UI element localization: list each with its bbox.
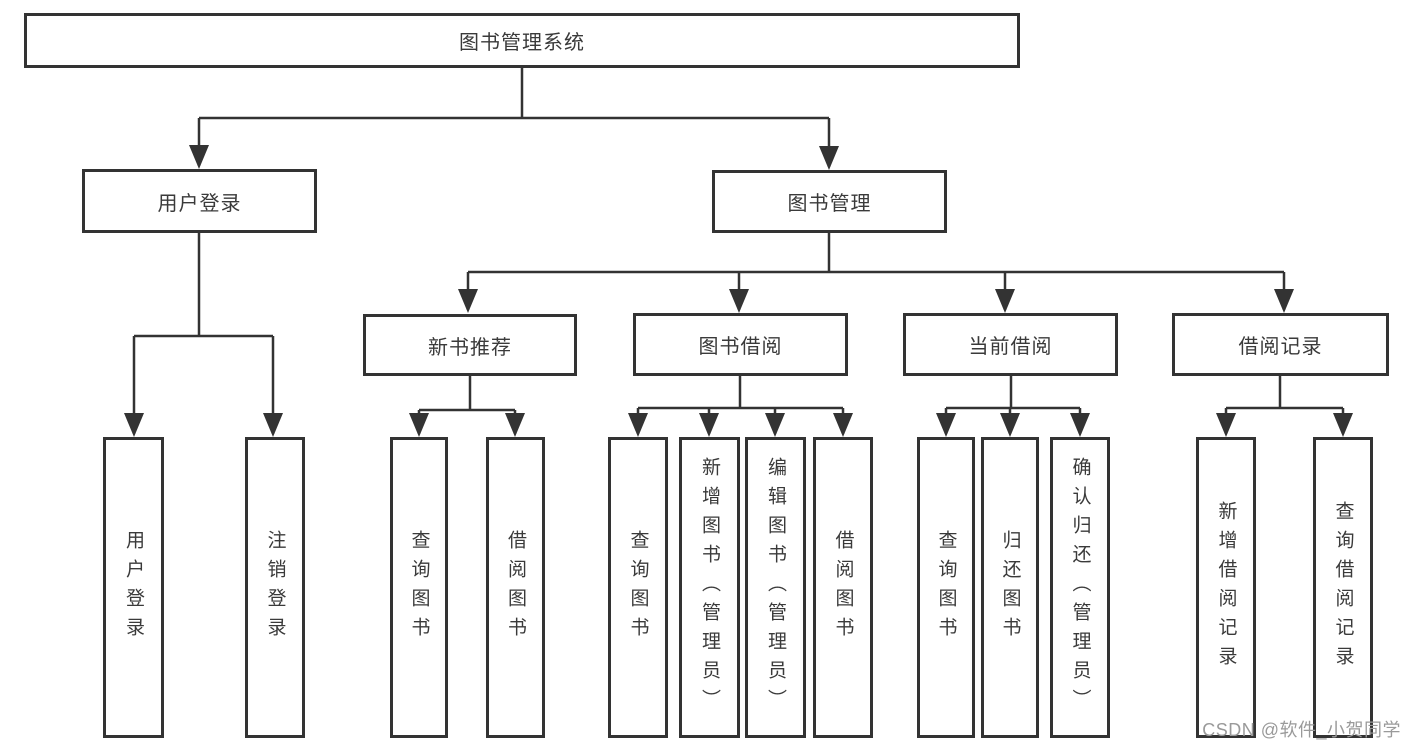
leaf-label: 注销登录 xyxy=(264,529,286,646)
connector-borrow-records-to-leaves xyxy=(1224,376,1345,434)
leaf-borrow-books: 借阅图书 xyxy=(813,437,873,738)
node-label: 新书推荐 xyxy=(428,336,512,359)
node-borrow-records: 借阅记录 xyxy=(1172,313,1389,376)
leaf-add-book-admin: 新增图书（管理员） xyxy=(679,437,740,738)
leaf-user-login: 用户登录 xyxy=(103,437,164,738)
node-new-book-recommend: 新书推荐 xyxy=(363,314,577,376)
node-label: 图书管理 xyxy=(787,193,872,215)
leaf-label: 查询图书 xyxy=(627,529,649,646)
connector-root-to-level2 xyxy=(197,68,831,167)
leaf-label: 查询图书 xyxy=(935,529,957,646)
leaf-query-books-recommend: 查询图书 xyxy=(390,437,448,738)
node-user-login: 用户登录 xyxy=(82,169,317,233)
node-label: 当前借阅 xyxy=(968,336,1053,358)
leaf-label: 借阅图书 xyxy=(832,529,854,646)
node-label: 图书管理系统 xyxy=(459,32,585,54)
node-label: 借阅记录 xyxy=(1238,336,1323,358)
leaf-label: 编辑图书（管理员） xyxy=(765,457,786,718)
leaf-borrow-books-recommend: 借阅图书 xyxy=(486,437,545,738)
leaf-label: 确认归还（管理员） xyxy=(1069,457,1091,718)
node-label: 用户登录 xyxy=(157,192,242,215)
leaf-query-books-current: 查询图书 xyxy=(917,437,975,738)
connector-book-management-to-level3 xyxy=(466,233,1286,310)
leaf-query-books-borrow: 查询图书 xyxy=(608,437,668,738)
connector-lines xyxy=(132,68,1345,434)
leaf-label: 新增图书（管理员） xyxy=(699,457,720,718)
connector-new-book-to-leaves xyxy=(417,376,517,434)
node-current-borrow: 当前借阅 xyxy=(903,313,1118,376)
leaf-edit-book-admin: 编辑图书（管理员） xyxy=(745,437,806,738)
node-library-management-system: 图书管理系统 xyxy=(24,13,1020,68)
connector-book-borrow-to-leaves xyxy=(636,376,845,434)
leaf-label: 查询借阅记录 xyxy=(1332,500,1354,675)
node-book-borrow: 图书借阅 xyxy=(633,313,848,376)
arrowhead-icons xyxy=(124,145,1353,437)
leaf-label: 归还图书 xyxy=(999,529,1021,646)
csdn-watermark: CSDN @软件_小贺同学 xyxy=(1202,720,1401,740)
leaf-query-borrow-record: 查询借阅记录 xyxy=(1313,437,1373,738)
connector-user-login-to-leaves xyxy=(132,233,275,434)
leaf-confirm-return-admin: 确认归还（管理员） xyxy=(1050,437,1110,738)
leaf-add-borrow-record: 新增借阅记录 xyxy=(1196,437,1256,738)
node-book-management: 图书管理 xyxy=(712,170,947,233)
leaf-label: 借阅图书 xyxy=(505,529,526,646)
leaf-label: 查询图书 xyxy=(408,529,430,646)
node-label: 图书借阅 xyxy=(698,336,783,358)
leaf-label: 用户登录 xyxy=(123,529,144,646)
leaf-return-book: 归还图书 xyxy=(981,437,1039,738)
leaf-logout: 注销登录 xyxy=(245,437,305,738)
leaf-label: 新增借阅记录 xyxy=(1215,500,1237,675)
